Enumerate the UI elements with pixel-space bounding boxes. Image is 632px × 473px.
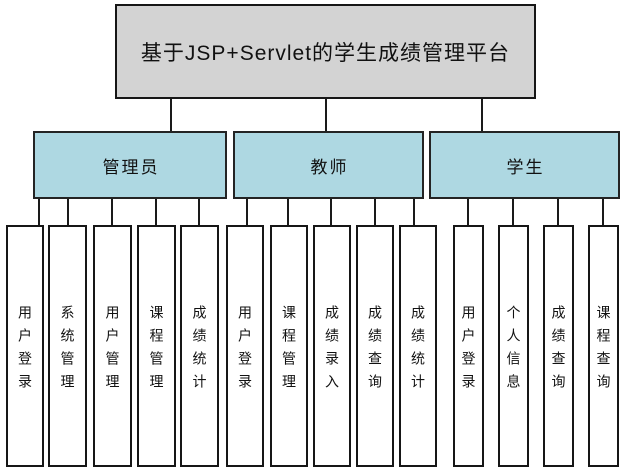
- leaf-label: 成绩录入: [324, 304, 340, 397]
- connector-line: [38, 199, 40, 225]
- leaf-teacher-score-entry: 成绩录入: [313, 225, 351, 467]
- leaf-teacher-score-stats: 成绩统计: [399, 225, 437, 467]
- leaf-label: 系统管理: [59, 304, 76, 397]
- connector-line: [67, 199, 69, 225]
- branch-student-label: 学生: [506, 157, 545, 177]
- leaf-label: 用户登录: [17, 304, 33, 397]
- leaf-admin-user-mgmt: 用户管理: [93, 225, 132, 467]
- leaf-admin-course-mgmt: 课程管理: [137, 225, 176, 467]
- leaf-label: 课程查询: [595, 304, 612, 397]
- leaf-label: 用户登录: [460, 304, 477, 397]
- leaf-label: 课程管理: [281, 304, 297, 397]
- connector-line: [602, 199, 604, 225]
- leaf-teacher-user-login: 用户登录: [226, 225, 264, 467]
- connector-line: [467, 199, 469, 225]
- branch-teacher: 教师: [233, 131, 424, 199]
- branch-teacher-label: 教师: [310, 157, 349, 177]
- connector-line: [170, 99, 172, 131]
- connector-line: [557, 199, 559, 225]
- leaf-label: 个人信息: [505, 304, 522, 397]
- connector-line: [330, 199, 332, 225]
- platform-title-node: 基于JSP+Servlet的学生成绩管理平台: [115, 4, 536, 99]
- connector-line: [155, 199, 157, 225]
- connector-line: [325, 99, 327, 131]
- leaf-student-personal-info: 个人信息: [498, 225, 529, 467]
- leaf-label: 课程管理: [148, 304, 165, 397]
- leaf-label: 成绩查询: [367, 304, 383, 397]
- leaf-teacher-score-query: 成绩查询: [356, 225, 394, 467]
- leaf-label: 成绩查询: [550, 304, 567, 397]
- branch-student: 学生: [429, 131, 620, 199]
- leaf-student-course-query: 课程查询: [588, 225, 619, 467]
- connector-line: [512, 199, 514, 225]
- leaf-admin-user-login: 用户登录: [6, 225, 44, 467]
- connector-line: [287, 199, 289, 225]
- leaf-student-score-query: 成绩查询: [543, 225, 574, 467]
- branch-admin: 管理员: [33, 131, 227, 199]
- connector-line: [246, 199, 248, 225]
- connector-line: [374, 199, 376, 225]
- leaf-admin-system-mgmt: 系统管理: [48, 225, 87, 467]
- leaf-label: 成绩统计: [410, 304, 426, 397]
- connector-line: [413, 199, 415, 225]
- leaf-student-user-login: 用户登录: [453, 225, 484, 467]
- branch-admin-label: 管理员: [102, 157, 160, 177]
- connector-line: [111, 199, 113, 225]
- leaf-admin-score-stats: 成绩统计: [180, 225, 219, 467]
- leaf-teacher-course-mgmt: 课程管理: [270, 225, 308, 467]
- platform-title-label: 基于JSP+Servlet的学生成绩管理平台: [140, 41, 511, 65]
- leaf-label: 用户登录: [237, 304, 253, 397]
- leaf-label: 用户管理: [104, 304, 121, 397]
- connector-line: [198, 199, 200, 225]
- connector-line: [481, 99, 483, 131]
- leaf-label: 成绩统计: [191, 304, 208, 397]
